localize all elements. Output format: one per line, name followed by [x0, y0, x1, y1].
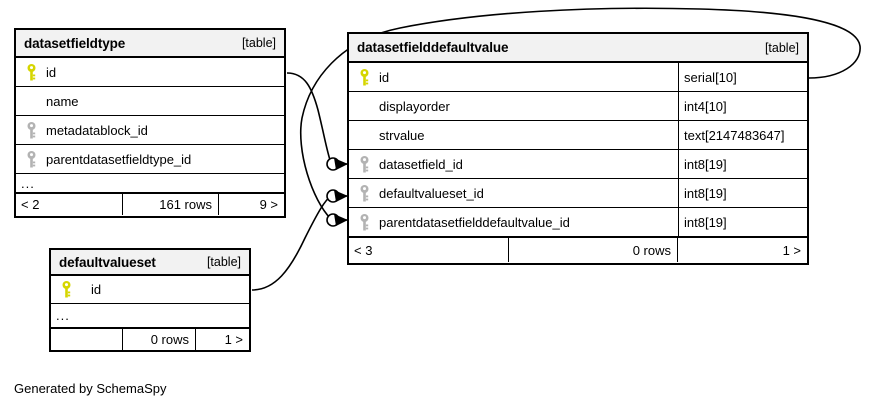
- key-icon-foreign: [355, 213, 373, 231]
- table-type-tag: [table]: [241, 36, 276, 50]
- arrowhead-datasetfield-id: [334, 158, 348, 170]
- column-label: id: [91, 282, 102, 297]
- column-label: displayorder: [379, 98, 450, 114]
- table-footer: < 3 0 rows 1 >: [349, 237, 807, 262]
- table-row[interactable]: defaultvalueset_id int8[19]: [349, 179, 807, 208]
- column-name-cell: strvalue: [349, 128, 678, 143]
- key-icon-primary: [57, 281, 75, 298]
- column-name-cell: parentdatasetfieldtype_id: [16, 150, 284, 168]
- table-row[interactable]: id: [51, 276, 249, 304]
- table-footer: 0 rows 1 >: [51, 328, 249, 350]
- column-name-cell: parentdatasetfielddefaultvalue_id: [349, 213, 678, 231]
- column-label: defaultvalueset_id: [379, 185, 484, 201]
- column-label: id: [46, 64, 57, 80]
- column-label: parentdatasetfieldtype_id: [46, 151, 192, 167]
- column-label: parentdatasetfielddefaultvalue_id: [379, 214, 570, 230]
- key-icon-primary: [22, 63, 40, 81]
- table-row[interactable]: parentdatasetfielddefaultvalue_id int8[1…: [349, 208, 807, 237]
- table-header-defaultvalueset: defaultvalueset [table]: [51, 250, 249, 276]
- footer-next-page[interactable]: 1 >: [195, 329, 249, 350]
- column-name-cell: datasetfield_id: [349, 155, 678, 173]
- table-title[interactable]: datasetfieldtype: [24, 35, 126, 51]
- column-label: metadatablock_id: [46, 122, 148, 138]
- column-label: strvalue: [379, 127, 425, 143]
- column-type: int4[10]: [678, 92, 807, 120]
- column-label: id: [379, 69, 390, 85]
- footer-row-count: 0 rows: [508, 238, 677, 262]
- table-title[interactable]: datasetfielddefaultvalue: [357, 40, 509, 55]
- column-name-cell: defaultvalueset_id: [349, 184, 678, 202]
- column-type: text[2147483647]: [678, 121, 807, 149]
- table-row[interactable]: metadatablock_id: [16, 116, 284, 145]
- endpoint-circle-datasetfield-id: [326, 157, 340, 171]
- column-type: int8[19]: [678, 208, 807, 236]
- table-type-tag: [table]: [764, 40, 799, 55]
- table-row[interactable]: name: [16, 87, 284, 116]
- table-row[interactable]: strvalue text[2147483647]: [349, 121, 807, 150]
- table-row[interactable]: id: [16, 58, 284, 87]
- table-header-datasetfieldtype: datasetfieldtype [table]: [16, 30, 284, 58]
- column-type: int8[19]: [678, 150, 807, 178]
- footer-row-count: 0 rows: [122, 329, 195, 350]
- table-row[interactable]: datasetfield_id int8[19]: [349, 150, 807, 179]
- edge-datasetfieldtype-to-datasetfield-id: [286, 72, 332, 164]
- table-node-datasetfieldtype[interactable]: datasetfieldtype [table] id na: [14, 28, 286, 218]
- arrowhead-defaultvalueset-id: [334, 190, 348, 202]
- footer-prev-page[interactable]: < 2: [21, 197, 40, 212]
- column-label: name: [46, 93, 79, 109]
- table-node-datasetfielddefaultvalue[interactable]: datasetfielddefaultvalue [table] id seri…: [347, 32, 809, 265]
- key-icon-foreign: [355, 184, 373, 202]
- column-type: serial[10]: [678, 63, 807, 91]
- footer-next-page[interactable]: 1 >: [677, 238, 807, 262]
- arrowhead-parent-defaultvalue-id: [334, 214, 348, 226]
- column-label: datasetfield_id: [379, 156, 463, 172]
- more-columns-indicator: ...: [51, 304, 249, 328]
- footer-row-count: 161 rows: [122, 194, 218, 215]
- column-name-cell: id: [51, 281, 249, 298]
- footer-prev-page[interactable]: < 3: [354, 242, 373, 258]
- more-columns-indicator: ...: [16, 174, 284, 193]
- table-title[interactable]: defaultvalueset: [59, 254, 156, 270]
- footer-next-page[interactable]: 9 >: [218, 194, 284, 215]
- table-row[interactable]: parentdatasetfieldtype_id: [16, 145, 284, 174]
- table-row[interactable]: id serial[10]: [349, 63, 807, 92]
- endpoint-circle-defaultvalueset-id: [326, 189, 340, 203]
- column-name-cell: displayorder: [349, 99, 678, 114]
- table-type-tag: [table]: [206, 255, 241, 269]
- column-name-cell: name: [16, 94, 284, 109]
- table-footer: < 2 161 rows 9 >: [16, 193, 284, 215]
- edge-arrowheads: [334, 158, 348, 226]
- key-icon-primary: [355, 68, 373, 86]
- column-type: int8[19]: [678, 179, 807, 207]
- key-icon-foreign: [355, 155, 373, 173]
- table-header-datasetfielddefaultvalue: datasetfielddefaultvalue [table]: [349, 34, 807, 63]
- column-name-cell: id: [16, 63, 284, 81]
- footer-prev-page[interactable]: [51, 329, 122, 350]
- edge-endpoints: [326, 157, 340, 227]
- generated-by-label: Generated by SchemaSpy: [14, 381, 167, 396]
- endpoint-circle-parent-defaultvalue-id: [326, 213, 340, 227]
- key-icon-foreign: [22, 121, 40, 139]
- column-name-cell: id: [349, 68, 678, 86]
- table-node-defaultvalueset[interactable]: defaultvalueset [table] id ...: [49, 248, 251, 352]
- key-icon-foreign: [22, 150, 40, 168]
- table-row[interactable]: displayorder int4[10]: [349, 92, 807, 121]
- column-name-cell: metadatablock_id: [16, 121, 284, 139]
